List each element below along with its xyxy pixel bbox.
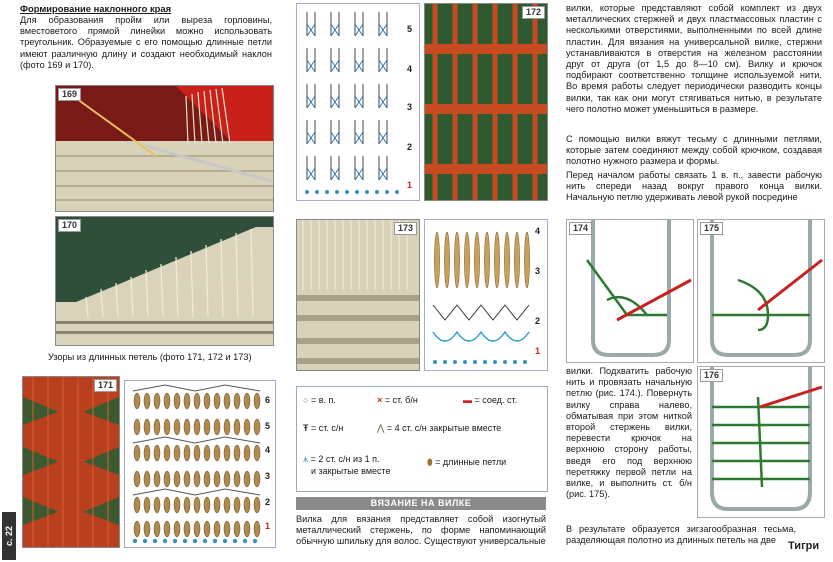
photo-169: 169 xyxy=(55,85,274,212)
circle-symbol-icon: ○ xyxy=(303,395,309,405)
photo-number: 169 xyxy=(58,88,82,101)
double-crochet-icon: Ŧ xyxy=(303,423,309,433)
figure-number: 176 xyxy=(700,369,724,382)
cluster-symbol-icon: ⩚ xyxy=(303,454,309,464)
page-number: с. 22 xyxy=(2,512,16,560)
figure-176: 176 xyxy=(697,366,825,518)
photo-number: 172 xyxy=(521,6,545,19)
photo-number: 171 xyxy=(93,379,117,392)
row-number-3: 3 xyxy=(407,102,413,112)
right-text-2: С помощью вилки вяжут тесьму с длинными … xyxy=(566,134,822,167)
brand-label: Тигри xyxy=(788,540,820,552)
pattern-diagram-171: 6 5 4 3 2 1 xyxy=(124,380,276,548)
photo-number: 170 xyxy=(58,219,82,232)
pattern-diagram-173: 4 3 2 1 xyxy=(424,219,548,371)
photo-171: 171 xyxy=(22,376,120,548)
legend-vp: ○ = в. п. xyxy=(303,395,336,405)
symbol-legend: ○ = в. п. × = ст. б/н ▬ = соед. ст. Ŧ = … xyxy=(296,386,548,492)
row-number-5: 5 xyxy=(407,24,413,34)
slip-stitch-icon: ▬ xyxy=(463,395,472,405)
intro-text: Для образования пройм или выреза горлови… xyxy=(20,15,272,70)
pattern-diagram-172: 5 4 3 2 1 xyxy=(296,3,420,201)
legend-soed: ▬ = соед. ст. xyxy=(463,395,518,405)
row-number-4: 4 xyxy=(407,64,413,74)
section-text: Вилка для вязания представляет собой изо… xyxy=(296,514,546,547)
row-number-5: 5 xyxy=(265,421,271,431)
row-number-3: 3 xyxy=(265,471,271,481)
row-number-1: 1 xyxy=(535,346,541,356)
photo-172: 172 xyxy=(424,3,548,201)
photo-170: 170 xyxy=(55,216,274,346)
legend-long: ⬮ = длинные петли xyxy=(427,457,507,467)
legend-two-st: ⩚ = 2 ст. с/н из 1 п.и закрытые вместе xyxy=(303,454,391,476)
row-number-6: 6 xyxy=(265,395,271,405)
row-number-2: 2 xyxy=(535,316,541,326)
row-number-1: 1 xyxy=(407,180,413,190)
diagram-drawing xyxy=(432,231,530,364)
figure-number: 175 xyxy=(700,222,724,235)
section-banner: ВЯЗАНИЕ НА ВИЛКЕ xyxy=(296,497,546,510)
row-number-1: 1 xyxy=(265,521,271,531)
fan-symbol-icon: ⋀ xyxy=(377,423,385,433)
long-loop-icon: ⬮ xyxy=(427,457,433,467)
legend-st-bn: × = ст. б/н xyxy=(377,395,418,405)
legend-four-st: ⋀ = 4 ст. с/н закрытые вместе xyxy=(377,423,502,433)
bottom-text: В результате образуется зигзагообразная … xyxy=(566,524,796,546)
row-number-4: 4 xyxy=(265,445,271,455)
photo-number: 173 xyxy=(393,222,417,235)
section-heading: Формирование наклонного края xyxy=(20,3,172,14)
row-number-3: 3 xyxy=(535,266,541,276)
side-instructions: вилки. Подхватить рабочую нить и провяза… xyxy=(566,366,692,500)
right-text-1: вилки, которые представляют собой компле… xyxy=(566,3,822,114)
right-text-3: Перед началом работы связать 1 в. п., за… xyxy=(566,170,822,203)
legend-st-sn: Ŧ = ст. с/н xyxy=(303,423,344,433)
diagram-drawing xyxy=(132,384,261,544)
figure-174: 174 xyxy=(566,219,694,363)
row-number-2: 2 xyxy=(265,497,271,507)
diagram-drawing xyxy=(305,12,399,194)
figure-175: 175 xyxy=(697,219,825,363)
row-number-4: 4 xyxy=(535,226,541,236)
row-number-2: 2 xyxy=(407,142,413,152)
cross-symbol-icon: × xyxy=(377,395,383,405)
figure-number: 174 xyxy=(569,222,593,235)
patterns-caption: Узоры из длинных петель (фото 171, 172 и… xyxy=(48,352,252,362)
photo-173: 173 xyxy=(296,219,420,371)
